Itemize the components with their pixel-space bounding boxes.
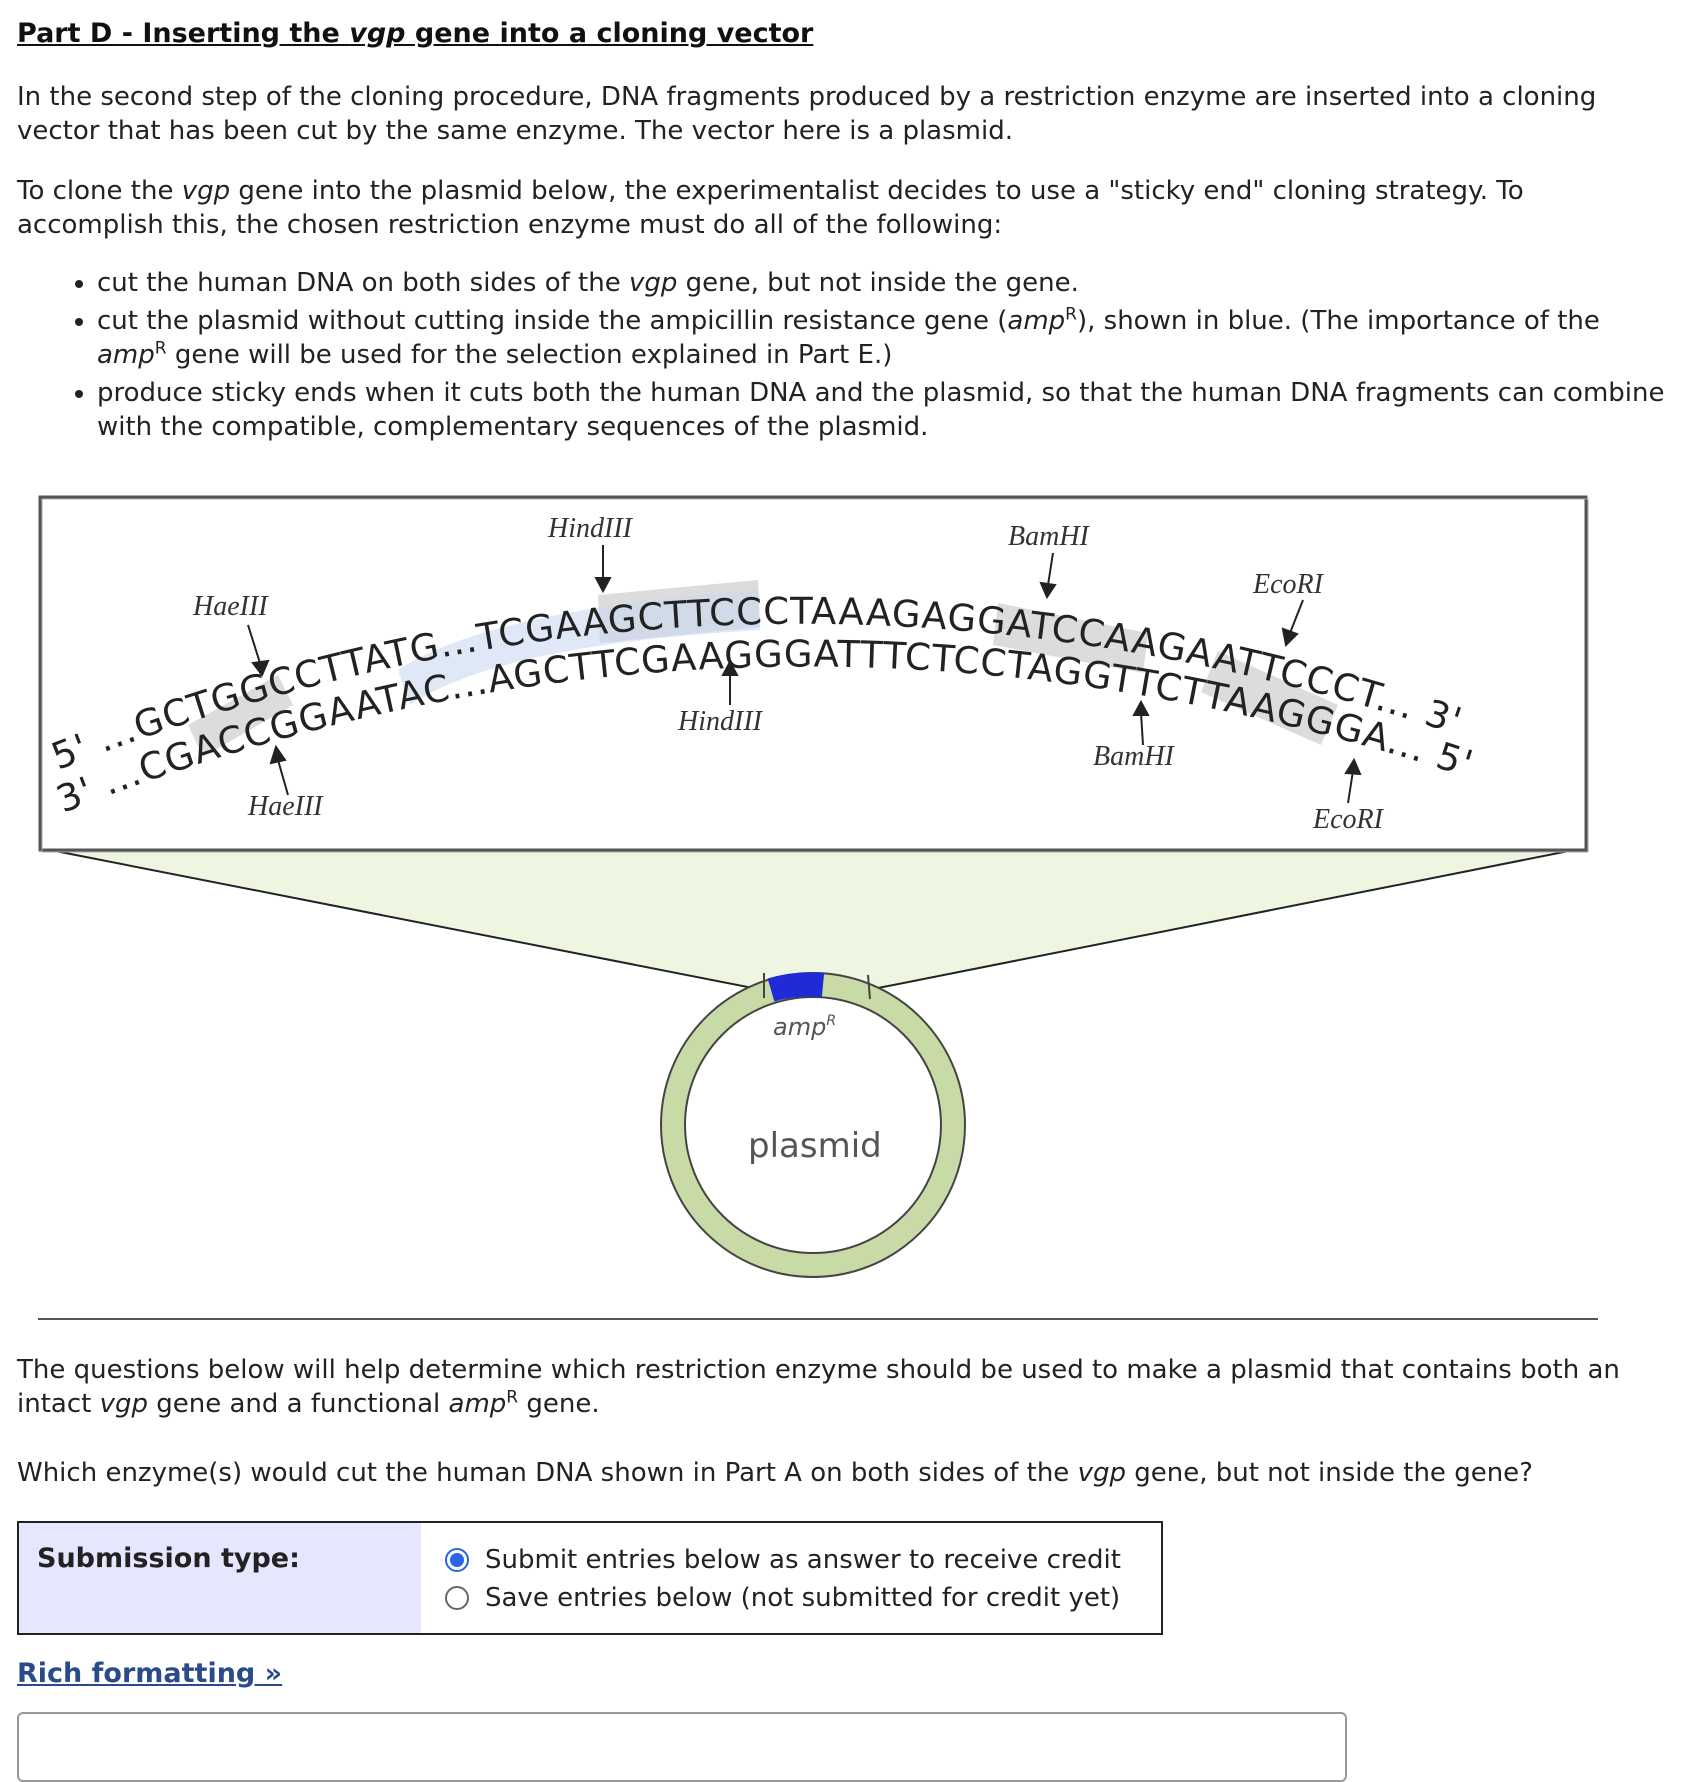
haeiii-top-label: HaeIII — [192, 591, 269, 622]
ampr-gene-segment — [767, 972, 825, 1002]
page-title: Part D - Inserting the vgp gene into a c… — [17, 18, 814, 49]
divider — [38, 1318, 1598, 1320]
question-text: Which enzyme(s) would cut the human DNA … — [17, 1458, 1533, 1488]
haeiii-bottom-label: HaeIII — [247, 791, 324, 822]
list-item: cut the plasmid without cutting inside t… — [97, 304, 1677, 372]
save-entries-option[interactable]: Save entries below (not submitted for cr… — [445, 1579, 1137, 1617]
radio-unselected-icon[interactable] — [445, 1586, 469, 1610]
submission-type-label: Submission type: — [19, 1523, 421, 1633]
ecori-top-label: EcoRI — [1252, 569, 1325, 600]
bamhi-bottom-label: BamHI — [1093, 741, 1176, 772]
question-intro: The questions below will help determine … — [17, 1355, 1620, 1419]
cut-arrows — [247, 545, 1362, 804]
requirements-list: cut the human DNA on both sides of the v… — [17, 266, 1677, 448]
hindiii-bottom-label: HindIII — [677, 706, 764, 737]
ampr-region-highlight — [398, 590, 760, 705]
zoom-wedge — [39, 847, 1585, 991]
submit-for-credit-option[interactable]: Submit entries below as answer to receiv… — [445, 1541, 1137, 1579]
bamhi-top-label: BamHI — [1008, 521, 1091, 552]
intro-paragraph: In the second step of the cloning proced… — [17, 82, 1597, 146]
list-item: produce sticky ends when it cuts both th… — [97, 376, 1677, 444]
answer-input[interactable] — [17, 1712, 1347, 1782]
strategy-paragraph: To clone the vgp gene into the plasmid b… — [17, 176, 1524, 240]
ampr-label: ampR — [773, 1013, 836, 1041]
list-item: cut the human DNA on both sides of the v… — [97, 266, 1677, 300]
submission-type-table: Submission type: Submit entries below as… — [17, 1521, 1163, 1635]
rich-formatting-link[interactable]: Rich formatting » — [17, 1658, 283, 1689]
sequence-box — [38, 495, 1588, 852]
plasmid-label: plasmid — [748, 1126, 882, 1166]
plasmid-figure: 5' ...GCTGGCCTTATG...TCGAAGCTTCCCTAAAGAG… — [38, 495, 1589, 1278]
ecori-bottom-label: EcoRI — [1312, 804, 1385, 835]
radio-selected-icon[interactable] — [445, 1548, 469, 1572]
hindiii-top-label: HindIII — [547, 513, 634, 544]
